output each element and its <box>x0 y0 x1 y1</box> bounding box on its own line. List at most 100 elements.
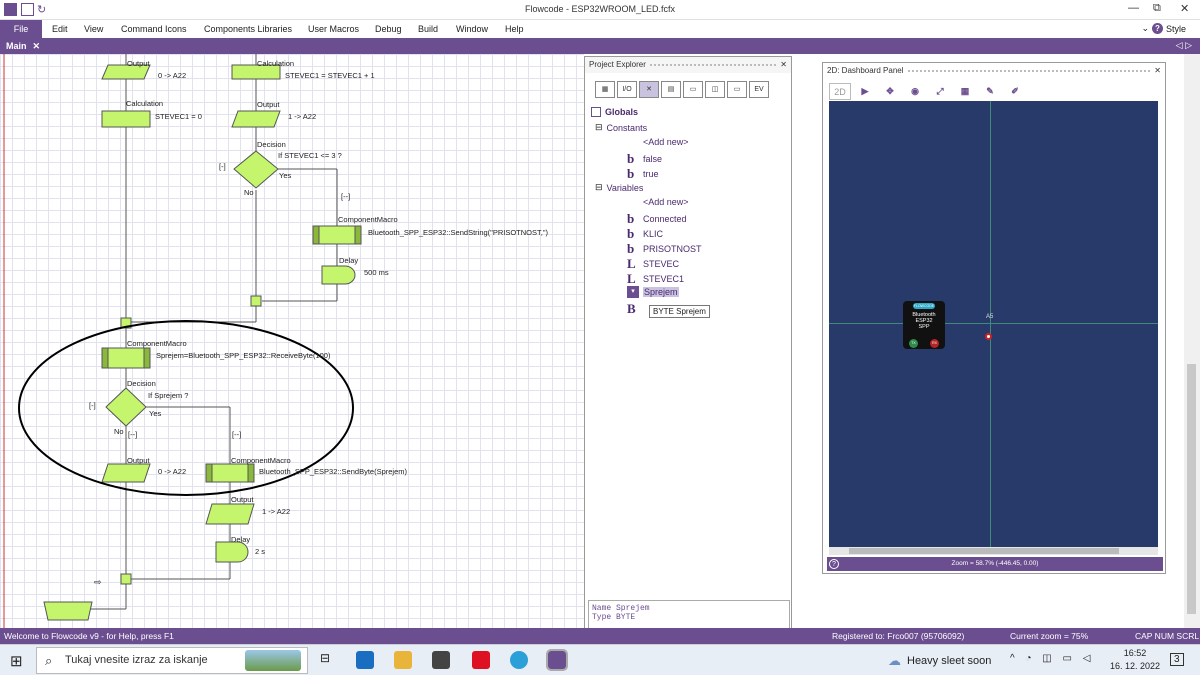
wrench-icon[interactable]: ✎ <box>986 86 994 96</box>
hscroll-thumb[interactable] <box>849 548 1119 554</box>
pointer-tool-icon[interactable]: ▶ <box>861 86 869 96</box>
clock-time: 16:52 <box>1123 648 1147 658</box>
zoom-fit-icon[interactable]: ⤢ <box>936 86 944 96</box>
menu-build[interactable]: Build <box>418 24 439 34</box>
view-2d-button[interactable]: 2D <box>829 83 851 100</box>
dec2-collapse-toggle[interactable]: [-] <box>89 401 96 410</box>
menu-file[interactable]: File <box>0 20 42 38</box>
tree-const-true[interactable]: b true <box>627 166 659 182</box>
rx-led: RX <box>930 339 939 348</box>
app-logo-icon <box>4 3 17 16</box>
menu-window[interactable]: Window <box>456 24 489 34</box>
delay2-title: Delay <box>231 535 251 544</box>
edge-icon[interactable] <box>510 651 528 669</box>
menu-debug[interactable]: Debug <box>375 24 402 34</box>
component-sub: ESP32 <box>915 318 933 324</box>
tree-var-stevec1[interactable]: L STEVEC1 <box>627 271 684 287</box>
dec2-yes-label: Yes <box>149 409 162 418</box>
io-tool-button[interactable]: I/O <box>617 81 637 98</box>
menu-command-icons[interactable]: Command Icons <box>121 24 187 34</box>
menu-user-macros[interactable]: User Macros <box>308 24 360 34</box>
taskbar-clock[interactable]: 16:52 16. 12. 2022 <box>1110 647 1160 673</box>
opera-icon[interactable] <box>472 651 490 669</box>
browser-icon[interactable] <box>356 651 374 669</box>
tab-close-icon[interactable]: ✕ <box>32 41 41 51</box>
components-tool-button[interactable]: ▭ <box>683 81 703 98</box>
system-tray-icons[interactable]: ^ ◔ ◫ ▭ ◁ <box>1010 653 1095 664</box>
tree-var-sprejem[interactable]: ▾ Sprejem <box>627 286 679 298</box>
dec2-branch-left-toggle[interactable]: [--] <box>128 430 138 439</box>
style-menu[interactable]: ⌄ ? Style <box>1141 23 1186 34</box>
grid-tool-icon[interactable]: ▦ <box>960 86 970 96</box>
pan-tool-icon[interactable]: ✥ <box>886 86 894 96</box>
info-type: Type BYTE <box>592 613 636 622</box>
chevron-down-icon: ⌄ <box>1141 23 1149 33</box>
tree-var-byte-row[interactable]: B <box>627 301 639 317</box>
save-icon[interactable] <box>21 3 34 16</box>
tree-var-klic[interactable]: b KLIC <box>627 226 663 242</box>
tree-const-false[interactable]: b false <box>627 151 662 167</box>
resources-tool-button[interactable]: ▭ <box>727 81 747 98</box>
tree-var-stevec[interactable]: L STEVEC <box>627 256 679 272</box>
notification-icon[interactable]: 3 <box>1170 653 1184 666</box>
brush-icon[interactable]: ✐ <box>1011 86 1019 96</box>
dec2-branch-right-toggle[interactable]: [--] <box>232 430 242 439</box>
globals-tool-button[interactable]: ▦ <box>595 81 615 98</box>
main-vscrollbar[interactable] <box>1184 54 1200 628</box>
task-view-icon[interactable]: ⊟ <box>319 651 331 665</box>
junction-1 <box>250 295 262 307</box>
ports-tool-button[interactable]: ◫ <box>705 81 725 98</box>
collapse-icon[interactable]: ⊟ <box>595 122 603 132</box>
output2-title: Output <box>257 100 280 109</box>
vscroll-thumb[interactable] <box>1187 364 1196 614</box>
dec2-no-label: No <box>114 427 124 436</box>
dashboard-close-icon[interactable]: ✕ <box>1154 66 1161 75</box>
tree-var-prisotnost[interactable]: b PRISOTNOST <box>627 241 702 257</box>
restore-icon[interactable]: ⧉ <box>1153 2 1161 14</box>
file-explorer-icon[interactable] <box>394 651 412 669</box>
variables-tool-button[interactable]: ✕ <box>639 81 659 98</box>
menu-components-libraries[interactable]: Components Libraries <box>204 24 293 34</box>
close-icon[interactable]: ✕ <box>1180 3 1190 15</box>
help-icon[interactable]: ? <box>1151 23 1163 34</box>
tree-globals[interactable]: Globals <box>591 107 638 117</box>
dashboard-hscrollbar[interactable] <box>829 547 1158 555</box>
refresh-icon[interactable]: ↻ <box>37 4 47 16</box>
orbit-tool-icon[interactable]: ◉ <box>911 86 919 96</box>
minimize-icon[interactable]: — <box>1128 2 1139 14</box>
tree-var-connected[interactable]: b Connected <box>627 211 687 227</box>
bluetooth-component[interactable]: FLOWCODE Bluetooth ESP32 SPP TX RX <box>903 301 945 349</box>
globals-icon <box>591 107 601 117</box>
output2-text: 1 -> A22 <box>288 112 317 121</box>
dashboard-panel: 2D: Dashboard Panel ✕ 2D ▶ ✥ ◉ ⤢ ▦ ✎ ✐ F… <box>822 62 1166 574</box>
events-tool-button[interactable]: EV <box>749 81 769 98</box>
menu-edit[interactable]: Edit <box>52 24 68 34</box>
macros-tool-button[interactable]: ▤ <box>661 81 681 98</box>
menu-view[interactable]: View <box>84 24 104 34</box>
tab-main[interactable]: Main ✕ <box>0 39 44 54</box>
tab-nav-arrows[interactable]: ◁ ▷ <box>1175 40 1192 50</box>
dec1-branch-toggle[interactable]: [--] <box>341 192 351 201</box>
info-icon[interactable]: ? <box>829 559 839 569</box>
taskbar-search[interactable]: ⌕ Tukaj vnesite izraz za iskanje <box>36 647 308 674</box>
menu-help[interactable]: Help <box>505 24 524 34</box>
output1-title: Output <box>127 59 150 68</box>
pin-a5-marker[interactable] <box>985 333 992 340</box>
tree-variables[interactable]: ⊟ Variables <box>595 182 643 193</box>
dashboard-view[interactable]: FLOWCODE Bluetooth ESP32 SPP TX RX A5 <box>829 101 1158 547</box>
collapse-icon[interactable]: ⊟ <box>595 182 603 192</box>
tab-main-label: Main <box>6 41 27 51</box>
project-explorer-close-icon[interactable]: ✕ <box>780 60 787 69</box>
weather-widget[interactable]: ☁ Heavy sleet soon <box>888 653 991 669</box>
windows-start-icon[interactable]: ⊞ <box>10 653 23 670</box>
tree-add-variable[interactable]: <Add new> <box>643 197 689 207</box>
dec1-collapse-toggle[interactable]: [-] <box>219 162 226 171</box>
bool-icon: b <box>627 241 635 256</box>
tree-add-constant[interactable]: <Add new> <box>643 137 689 147</box>
flowcode-taskbar-icon[interactable] <box>546 649 568 671</box>
store-icon[interactable] <box>432 651 450 669</box>
tree-constants[interactable]: ⊟ Constants <box>595 122 647 133</box>
flowchart-canvas[interactable]: Output 0 -> A22 Calculation STEVEC1 = 0 … <box>0 54 584 628</box>
dec1-no-label: No <box>244 188 254 197</box>
cloud-icon: ☁ <box>888 653 901 668</box>
